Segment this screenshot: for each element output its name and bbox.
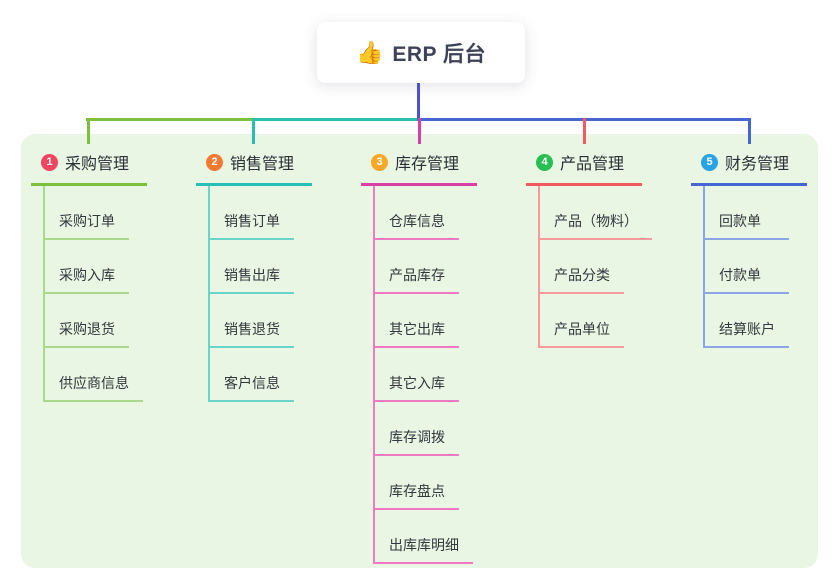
mindmap-node[interactable]: 产品库存 [375,240,459,294]
mindmap-node[interactable]: 其它入库 [375,348,459,402]
branch-header[interactable]: 4 产品管理 [526,145,642,186]
branch-stub-line [252,118,255,144]
branch-header[interactable]: 5 财务管理 [691,145,807,186]
mindmap-node[interactable]: 客户信息 [210,348,294,402]
branch-column: 4 产品管理产品（物料）产品分类产品单位 [526,145,652,348]
bus-line-left-green [86,118,255,121]
branch-title: 库存管理 [395,156,460,173]
thumbs-up-icon: 👍 [355,39,384,65]
branch-children: 采购订单采购入库采购退货供应商信息 [43,186,147,402]
root-node-label: ERP 后台 [392,42,487,66]
branch-header[interactable]: 1 采购管理 [31,145,147,186]
mindmap-node[interactable]: 库存盘点 [375,456,459,510]
mindmap-node[interactable]: 库存调拨 [375,402,459,456]
branch-number-badge: 2 [206,153,223,171]
branch-title: 销售管理 [230,156,295,173]
branch-children: 回款单付款单结算账户 [703,186,807,348]
branch-header[interactable]: 2 销售管理 [196,145,312,186]
branch-title: 采购管理 [65,156,130,173]
mindmap-node[interactable]: 采购退货 [45,294,129,348]
branch-children: 产品（物料）产品分类产品单位 [538,186,652,348]
mindmap-node[interactable]: 采购订单 [45,186,129,240]
root-node[interactable]: 👍 ERP 后台 [317,22,525,83]
branch-number-badge: 1 [41,153,58,171]
mindmap-node[interactable]: 销售订单 [210,186,294,240]
branch-stub-line [748,118,751,144]
branch-column: 1 采购管理采购订单采购入库采购退货供应商信息 [31,145,147,402]
mindmap-node[interactable]: 出库库明细 [375,510,473,564]
bus-line-left-teal [252,118,419,121]
branches-panel [21,134,818,568]
branch-stub-line [418,118,421,144]
branch-column: 2 销售管理销售订单销售出库销售退货客户信息 [196,145,312,402]
root-stem-line [417,83,420,120]
mindmap-node[interactable]: 回款单 [705,186,789,240]
mindmap-node[interactable]: 产品（物料） [540,186,652,240]
branch-children: 仓库信息产品库存其它出库其它入库库存调拨库存盘点出库库明细 [373,186,477,564]
branch-number-badge: 4 [536,153,553,171]
branch-number-badge: 5 [701,153,718,171]
branch-number-badge: 3 [371,153,388,171]
branch-header[interactable]: 3 库存管理 [361,145,477,186]
mindmap-node[interactable]: 销售退货 [210,294,294,348]
mindmap-node[interactable]: 付款单 [705,240,789,294]
mindmap-node[interactable]: 产品分类 [540,240,624,294]
branch-title: 产品管理 [560,156,625,173]
branch-column: 3 库存管理仓库信息产品库存其它出库其它入库库存调拨库存盘点出库库明细 [361,145,477,564]
mindmap-node[interactable]: 采购入库 [45,240,129,294]
branch-title: 财务管理 [725,156,790,173]
mindmap-node[interactable]: 其它出库 [375,294,459,348]
branch-column: 5 财务管理回款单付款单结算账户 [691,145,807,348]
branch-stub-line [87,118,90,144]
branch-children: 销售订单销售出库销售退货客户信息 [208,186,312,402]
mindmap-node[interactable]: 仓库信息 [375,186,459,240]
branch-stub-line [583,118,586,144]
mindmap-node[interactable]: 供应商信息 [45,348,143,402]
mindmap-node[interactable]: 结算账户 [705,294,789,348]
mindmap-node[interactable]: 产品单位 [540,294,624,348]
mindmap-node[interactable]: 销售出库 [210,240,294,294]
